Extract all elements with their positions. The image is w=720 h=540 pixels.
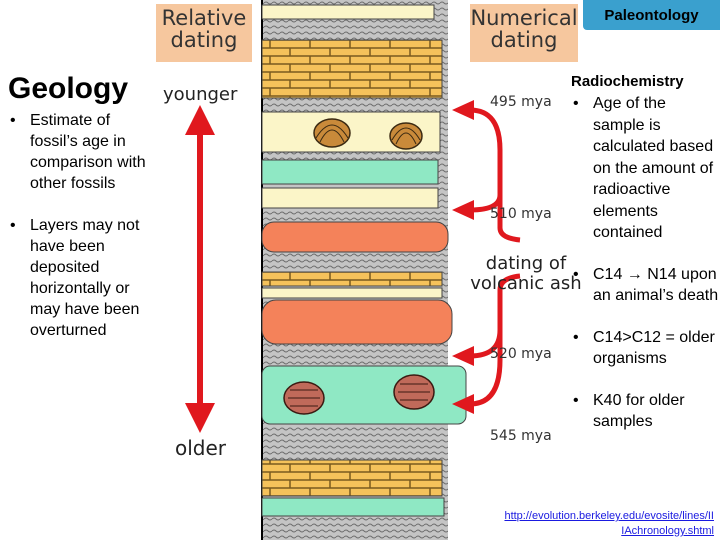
trilobite-fossil-icon <box>283 381 325 415</box>
layer-volcanic-ash-2 <box>261 299 453 345</box>
age-545: 545 mya <box>490 428 552 444</box>
layer-cream-top <box>261 4 435 20</box>
radiochem-bullet-3: C14>C12 = older organisms <box>571 327 719 370</box>
geology-bullet-2: Layers may not have been deposited horiz… <box>8 215 148 341</box>
geology-bullets: Estimate of fossil’s age in comparison w… <box>8 110 148 362</box>
radiochem-bullet-1: Age of the sample is calculated based on… <box>571 93 719 244</box>
geology-bullet-1: Estimate of fossil’s age in comparison w… <box>8 110 148 194</box>
layer-cream-3 <box>261 287 443 299</box>
age-510: 510 mya <box>490 206 552 222</box>
numerical-dating-label: Numerical dating <box>470 4 578 62</box>
geology-title: Geology <box>8 72 129 105</box>
layer-volcanic-ash-1 <box>261 221 449 253</box>
volcanic-ash-bracket-arrows <box>469 107 521 407</box>
section-tab: Paleontology <box>583 0 720 30</box>
radiochemistry-title: Radiochemistry <box>571 73 684 90</box>
bracket-arrowheads <box>452 100 474 414</box>
radiochemistry-bullets: Age of the sample is calculated based on… <box>571 93 719 453</box>
age-495: 495 mya <box>490 94 552 110</box>
ammonite-fossil-icon <box>313 118 351 148</box>
layer-cream-2 <box>261 187 439 209</box>
older-label: older <box>175 436 227 460</box>
source-link[interactable]: http://evolution.berkeley.edu/evosite/li… <box>504 510 714 537</box>
layer-yellow-top <box>261 39 443 99</box>
layer-yellow-bottom <box>261 459 443 497</box>
relative-dating-label: Relative dating <box>156 4 252 62</box>
age-520: 520 mya <box>490 346 552 362</box>
ammonite-fossil-icon <box>389 122 423 150</box>
volcanic-ash-label: dating of volcanic ash <box>470 253 582 294</box>
radiochem-bullet-2: C14 → N14 upon an animal’s death <box>571 264 719 307</box>
layer-green-1 <box>261 159 439 185</box>
layer-green-bottom <box>261 497 445 517</box>
radiochem-bullet-4: K40 for older samples <box>571 390 719 433</box>
younger-label: younger <box>163 84 238 105</box>
layer-yellow-2 <box>261 271 443 287</box>
trilobite-fossil-icon <box>393 374 435 410</box>
